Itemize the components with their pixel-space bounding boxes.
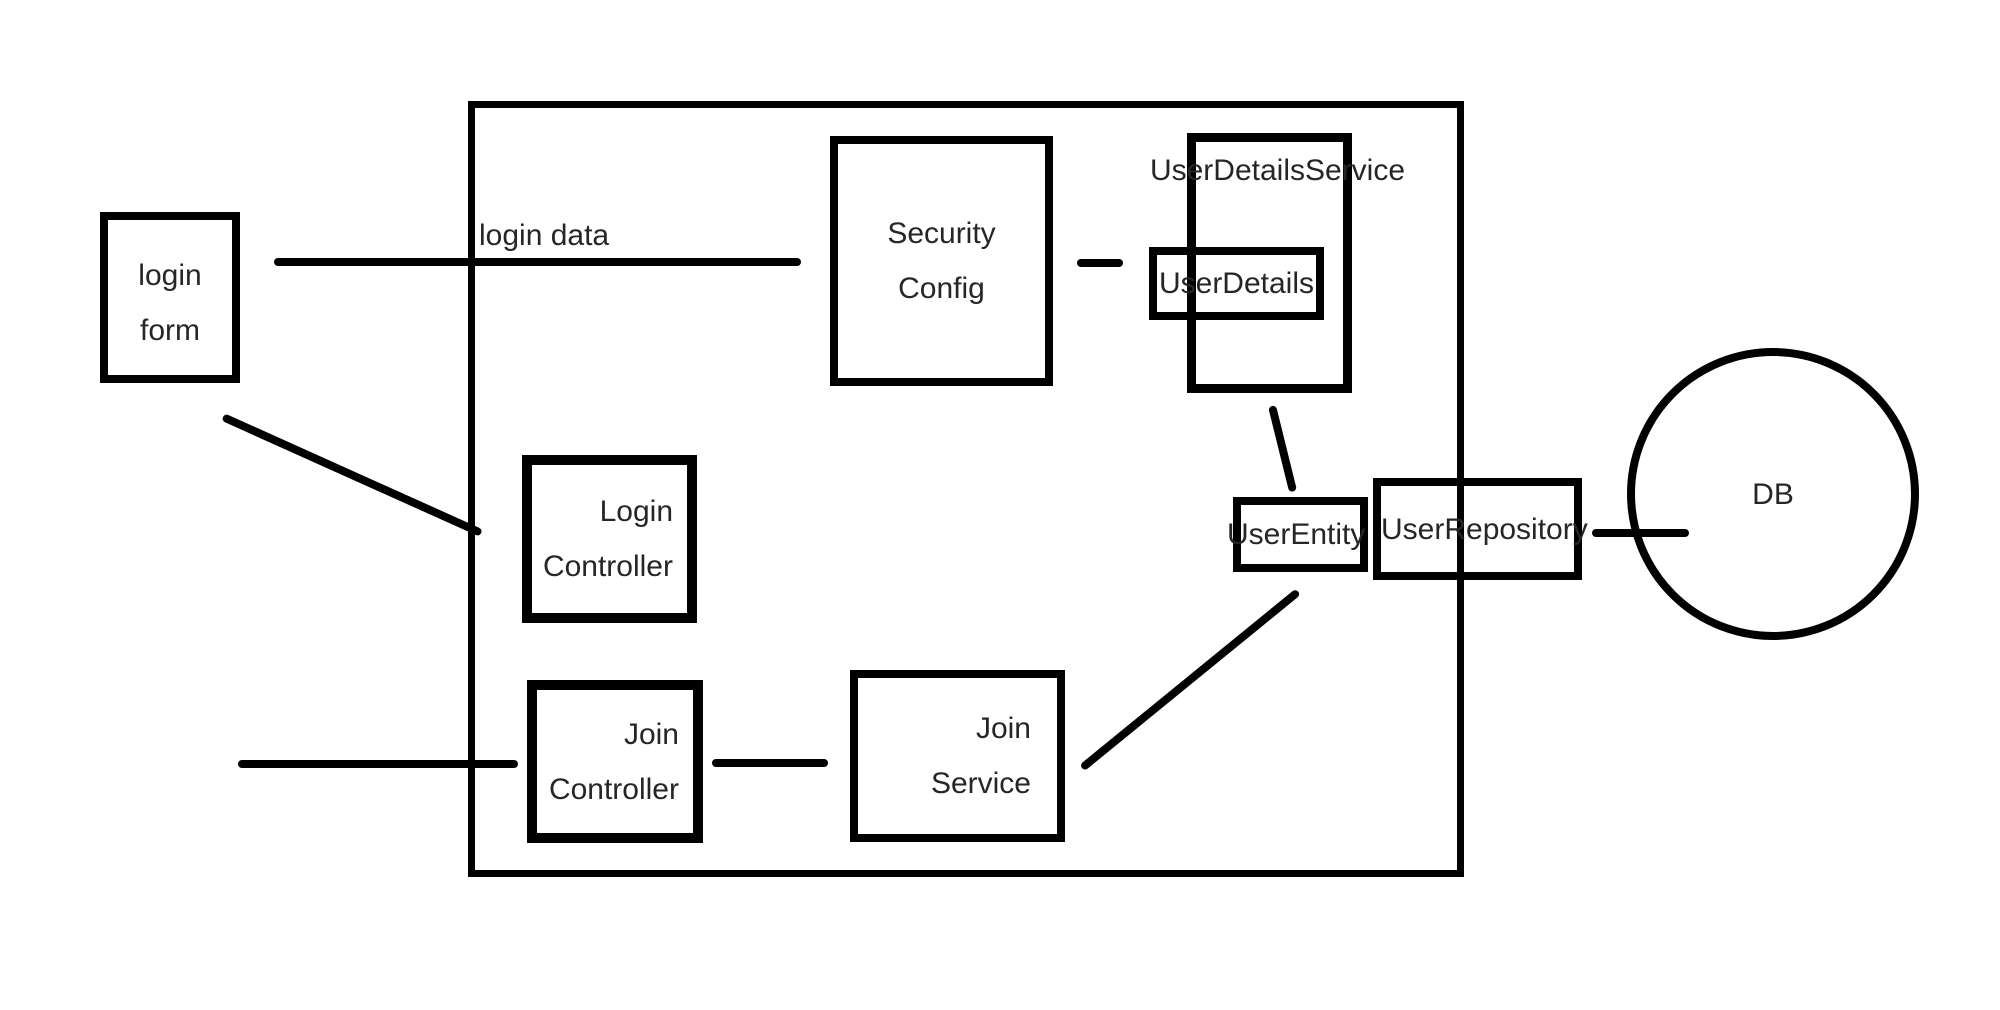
user-repository-label: UserRepository [1381,512,1588,546]
login-form-to-login-controller-connector [221,413,483,537]
security-config-to-user-details-connector [1077,259,1123,267]
login-form-node: login form [100,212,240,383]
join-service-label-line2: Service [930,767,1031,800]
user-details-service-node: UserDetailsService [1150,133,1405,393]
join-service-node: Join Service [850,670,1065,842]
join-controller-label-line2: Controller [548,772,679,806]
security-config-node: Security Config [830,136,1053,386]
user-entity-label: UserEntity [1227,518,1366,551]
user-details-label: UserDetails [1158,267,1315,300]
login-form-label-line2: form [140,313,200,347]
join-service-label-line1: Join [975,712,1031,745]
db-label: DB [1752,477,1794,511]
security-config-label-line2: Config [898,272,985,305]
login-controller-label-line2: Controller [542,550,673,583]
db-node: DB [1627,348,1919,640]
security-config-label-line1: Security [887,217,996,250]
login-data-label: login data [479,219,610,252]
user-entity-node: UserEntity [1227,497,1368,572]
login-controller-node: Login Controller [522,455,697,623]
join-controller-to-join-service-connector [712,759,828,767]
user-repository-node: UserRepository [1373,478,1588,580]
login-form-to-security-config-connector [274,258,801,266]
login-form-label-line1: login [138,258,202,292]
user-details-node: UserDetails [1149,247,1324,320]
user-details-service-label: UserDetailsService [1149,154,1406,187]
incoming-join-request-connector [238,760,518,768]
login-controller-label-line1: Login [599,495,673,528]
join-controller-node: Join Controller [527,680,703,843]
join-controller-label-line1: Join [623,717,679,751]
application-boundary-box [468,101,1464,877]
